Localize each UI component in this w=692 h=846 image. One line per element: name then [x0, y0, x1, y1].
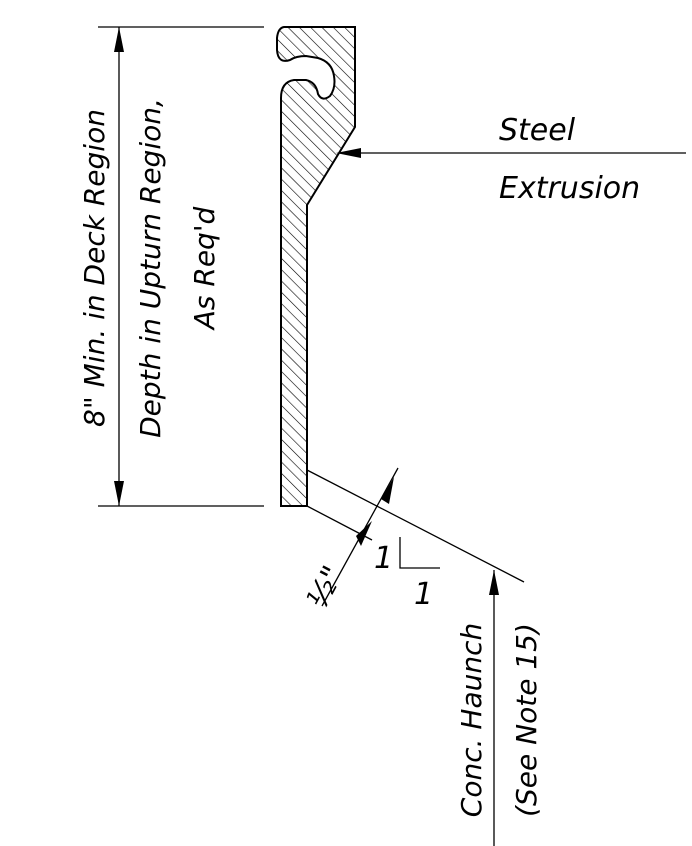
dimension-arrow-top: [114, 27, 124, 52]
haunch-label-line1: Conc. Haunch: [455, 623, 488, 817]
slope-rise-label: 1: [374, 541, 393, 576]
steel-extrusion-section: [276, 26, 356, 507]
steel-leader-arrow: [336, 148, 361, 158]
dimension-arrow-bottom: [114, 481, 124, 506]
haunch-leader-arrow: [489, 570, 499, 595]
steel-label-line1: Steel: [499, 113, 576, 148]
offset-arrow-upper: [381, 477, 394, 504]
slope-triangle: [399, 537, 440, 569]
depth-label-line3: As Req'd: [188, 206, 221, 331]
depth-label-line1: 8" Min. in Deck Region: [78, 109, 111, 427]
slope-run-label: 1: [414, 577, 433, 612]
steel-label-line2: Extrusion: [499, 171, 640, 206]
depth-label-line2: Depth in Upturn Region,: [134, 98, 167, 438]
offset-label: ½": [300, 560, 351, 614]
haunch-top-line: [306, 469, 525, 583]
offset-arrow-lower: [356, 521, 372, 546]
haunch-label-line2: (See Note 15): [510, 623, 543, 817]
